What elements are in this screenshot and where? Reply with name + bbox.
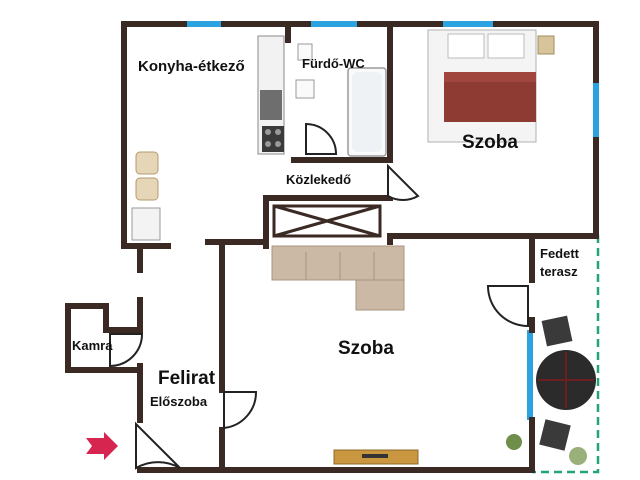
terrace-table [536,350,596,410]
terrace-chairs [539,315,573,451]
living-room-label: Szoba [338,338,394,359]
sink [295,79,315,99]
walls [65,21,599,473]
tv-unit [333,449,419,465]
bed [427,29,537,143]
plants [506,434,587,465]
nightstand [537,35,555,55]
kitchen-cabinet [131,207,161,241]
hallway-label: Előszoba [150,394,208,409]
dining-chairs [135,151,159,201]
pantry-label: Kamra [72,338,113,353]
bedroom-label: Szoba [462,132,518,153]
door-swing-icon [109,122,529,470]
kitchen-label: Konyha-étkező [138,58,245,75]
bathtub [347,67,387,157]
bathroom-label: Fürdő-WC [302,56,365,71]
windows [184,21,599,420]
entrance-arrow-icon [86,432,118,460]
toilet [297,43,313,61]
corridor-label: Közlekedő [286,172,352,187]
stair-cross-icon [272,204,382,238]
kitchen-counter [257,35,285,155]
terrace-label-line1: Fedett [540,246,579,261]
caption-label: Felirat [158,368,216,389]
sofa [271,245,405,311]
terrace-label-line2: terasz [540,264,578,279]
